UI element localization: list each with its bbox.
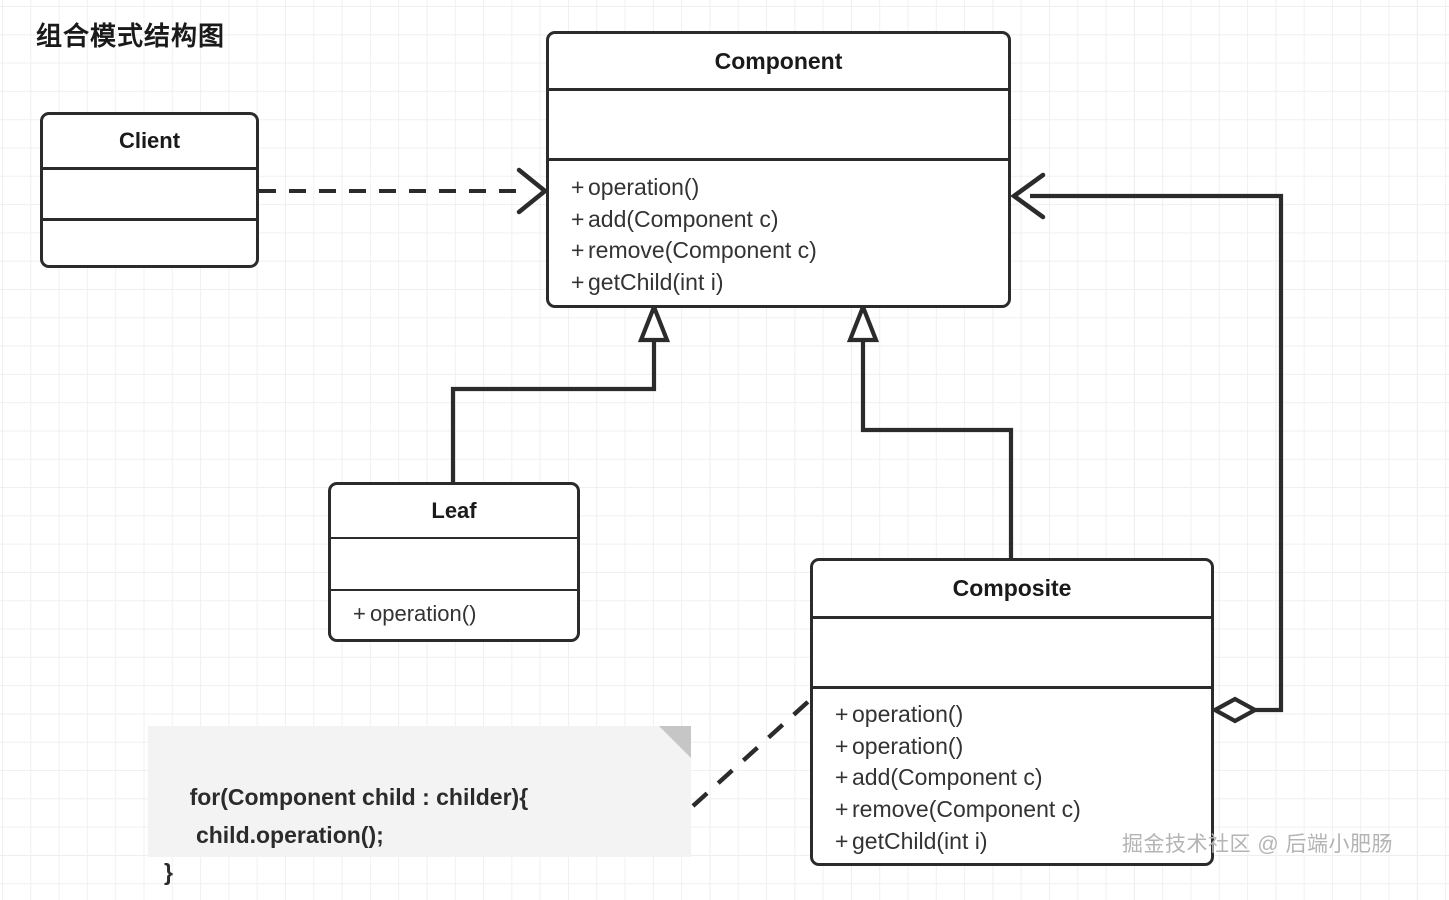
relation-dependency-client-component: [259, 167, 549, 215]
class-method: +getChild(int i): [835, 826, 1193, 858]
method-signature: operation(): [588, 174, 700, 200]
relation-generalization-composite-component: [846, 301, 1014, 558]
method-signature: getChild(int i): [588, 269, 724, 296]
method-signature: operation(): [852, 701, 964, 727]
method-signature: operation(): [852, 732, 964, 759]
class-method: +operation(): [835, 699, 1193, 731]
class-name-component: Component: [714, 47, 843, 74]
visibility-marker: +: [571, 269, 585, 296]
class-methods-component: +operation() +add(Component c) +remove(C…: [549, 161, 1008, 305]
relation-generalization-leaf-component: [450, 301, 671, 482]
class-method: +remove(Component c): [571, 235, 990, 267]
uml-class-leaf[interactable]: Leaf +operation(): [328, 482, 580, 642]
method-signature: add(Component c): [588, 205, 779, 232]
visibility-marker: +: [835, 796, 849, 823]
class-divider: [43, 218, 256, 221]
class-methods-composite: +operation() +operation() +add(Component…: [813, 689, 1211, 863]
class-method: +operation(): [353, 599, 559, 629]
visibility-marker: +: [835, 764, 849, 791]
relation-note-link: [691, 698, 812, 808]
method-signature: add(Component c): [852, 764, 1043, 791]
visibility-marker: +: [353, 601, 366, 626]
uml-class-client[interactable]: Client: [40, 112, 259, 268]
uml-class-composite[interactable]: Composite +operation() +operation() +add…: [810, 558, 1214, 866]
page-title: 组合模式结构图: [36, 21, 226, 51]
class-attributes-composite: [813, 619, 1211, 686]
visibility-marker: +: [571, 205, 585, 232]
class-method: +getChild(int i): [571, 267, 990, 299]
class-attributes-component: [549, 91, 1008, 158]
method-signature: operation(): [370, 601, 477, 626]
class-divider: [43, 167, 256, 170]
note-code-text: for(Component child : childer){ child.op…: [164, 784, 529, 886]
visibility-marker: +: [835, 827, 849, 854]
class-attributes-leaf: [331, 539, 577, 589]
class-method: +add(Component c): [835, 762, 1193, 794]
class-divider: [549, 158, 1008, 161]
class-method: +operation(): [571, 172, 990, 204]
class-divider: [331, 589, 577, 591]
class-method: +add(Component c): [571, 204, 990, 236]
class-method: +remove(Component c): [835, 794, 1193, 826]
method-signature: remove(Component c): [588, 237, 817, 264]
method-signature: getChild(int i): [852, 827, 988, 854]
class-name-composite: Composite: [952, 575, 1072, 601]
class-methods-leaf: +operation(): [331, 591, 577, 635]
method-signature: remove(Component c): [852, 796, 1081, 823]
class-name-client: Client: [118, 128, 181, 153]
class-divider: [813, 686, 1211, 689]
class-method: +operation(): [835, 731, 1193, 763]
code-note[interactable]: for(Component child : childer){ child.op…: [148, 726, 691, 885]
class-attributes-client: [43, 170, 256, 218]
visibility-marker: +: [835, 701, 849, 727]
class-divider: [813, 616, 1211, 619]
class-divider: [549, 88, 1008, 91]
class-methods-client: [43, 221, 256, 265]
uml-class-component[interactable]: Component +operation() +add(Component c)…: [546, 31, 1011, 308]
class-name-leaf: Leaf: [431, 498, 477, 523]
watermark: 掘金技术社区 @ 后端小肥肠: [1122, 833, 1393, 856]
note-fold-corner-icon: [659, 726, 691, 758]
visibility-marker: +: [835, 732, 849, 759]
visibility-marker: +: [571, 237, 585, 264]
class-divider: [331, 537, 577, 539]
visibility-marker: +: [571, 174, 585, 200]
